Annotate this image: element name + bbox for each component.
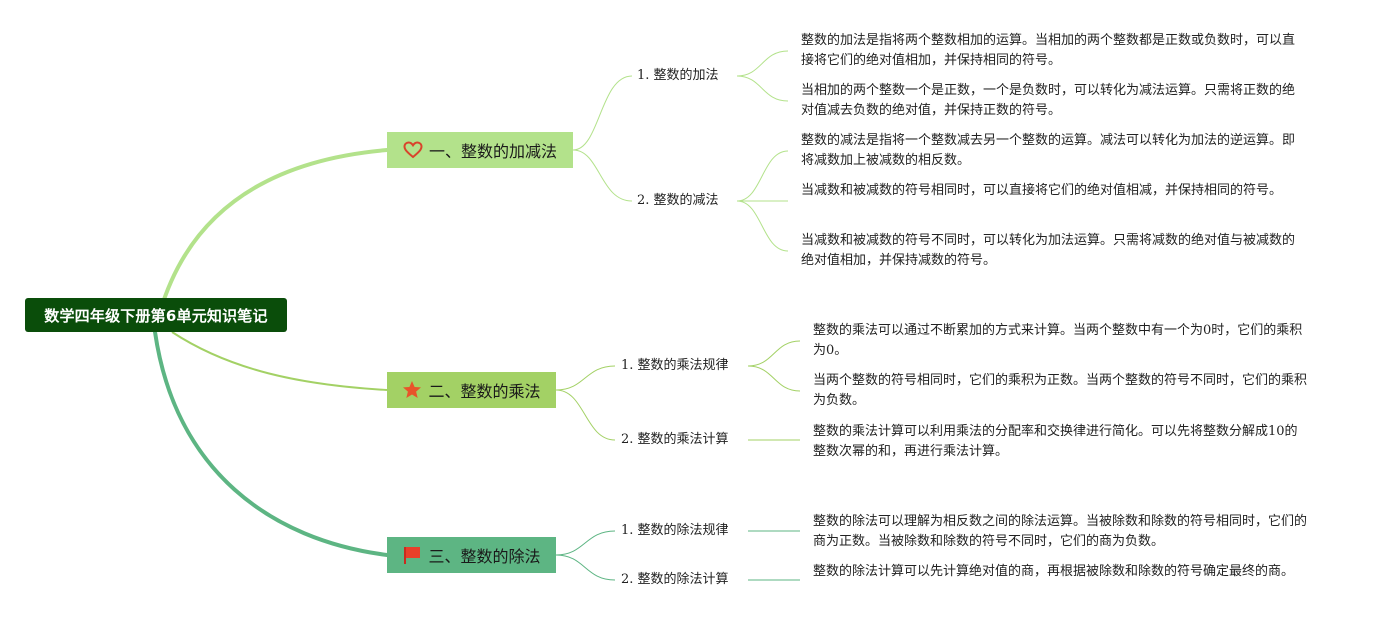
topic-division-rules[interactable]: 1. 整数的除法规律 [621, 523, 729, 538]
branch-label: 三、整数的除法 [428, 547, 541, 566]
b3-link-t2 [555, 554, 616, 581]
root-link-2 [171, 331, 388, 391]
topic-integer-subtraction[interactable]: 2. 整数的减法 [637, 193, 719, 208]
b3-link-t1 [555, 530, 616, 556]
root-title: 数学四年级下册第6单元知识笔记 [44, 306, 268, 325]
b2-link-t2 [555, 389, 616, 441]
leaf-note[interactable]: 当相加的两个整数一个是正数，一个是负数时，可以转化为减法运算。只需将正数的绝对值… [801, 83, 1296, 118]
leaf-note[interactable]: 整数的除法可以理解为相反数之间的除法运算。当被除数和除数的符号相同时，它们的商为… [813, 514, 1308, 549]
branch-label: 二、整数的乘法 [428, 382, 541, 401]
heart-icon [403, 141, 423, 159]
topic-integer-addition[interactable]: 1. 整数的加法 [637, 68, 719, 83]
b2-link-t1 [555, 365, 616, 391]
b1-link-t2 [572, 149, 633, 202]
t12-link-l1 [736, 150, 789, 202]
t21-link-l2 [747, 365, 801, 392]
root-link-3 [153, 330, 389, 557]
t11-link-l1 [736, 50, 789, 77]
branch-node-addition-subtraction[interactable]: 一、整数的加减法 [387, 132, 573, 168]
b1-link-t1 [572, 75, 633, 151]
branch-node-division[interactable]: 三、整数的除法 [387, 537, 556, 573]
topic-multiplication-rules[interactable]: 1. 整数的乘法规律 [621, 358, 729, 373]
branch-node-multiplication[interactable]: 二、整数的乘法 [387, 372, 556, 408]
leaf-note[interactable]: 当减数和被减数的符号相同时，可以直接将它们的绝对值相减，并保持相同的符号。 [801, 183, 1283, 198]
leaf-note[interactable]: 整数的减法是指将一个整数减去另一个整数的运算。减法可以转化为加法的逆运算。即将减… [801, 133, 1296, 168]
leaf-note[interactable]: 整数的乘法计算可以利用乘法的分配率和交换律进行简化。可以先将整数分解成10的整数… [813, 424, 1298, 459]
leaf-note[interactable]: 当两个整数的符号相同时，它们的乘积为正数。当两个整数的符号不同时，它们的乘积为负… [813, 373, 1308, 408]
t11-link-l2 [736, 75, 789, 102]
root-link-1 [158, 148, 389, 314]
leaf-note[interactable]: 整数的加法是指将两个整数相加的运算。当相加的两个整数都是正数或负数时，可以直接将… [801, 33, 1296, 68]
t21-link-l1 [747, 340, 801, 367]
leaf-note[interactable]: 当减数和被减数的符号不同时，可以转化为加法运算。只需将减数的绝对值与被减数的绝对… [801, 233, 1296, 268]
leaf-note[interactable]: 整数的乘法可以通过不断累加的方式来计算。当两个整数中有一个为0时，它们的乘积为0… [813, 323, 1303, 358]
topic-multiplication-calc[interactable]: 2. 整数的乘法计算 [621, 432, 729, 447]
branch-label: 一、整数的加减法 [428, 142, 557, 161]
root-node[interactable]: 数学四年级下册第6单元知识笔记 [25, 298, 287, 332]
leaf-note[interactable]: 整数的除法计算可以先计算绝对值的商，再根据被除数和除数的符号确定最终的商。 [813, 564, 1295, 579]
star-icon [402, 380, 422, 400]
topic-division-calc[interactable]: 2. 整数的除法计算 [621, 572, 729, 587]
flag-icon [402, 545, 422, 565]
t12-link-l3 [736, 200, 789, 252]
